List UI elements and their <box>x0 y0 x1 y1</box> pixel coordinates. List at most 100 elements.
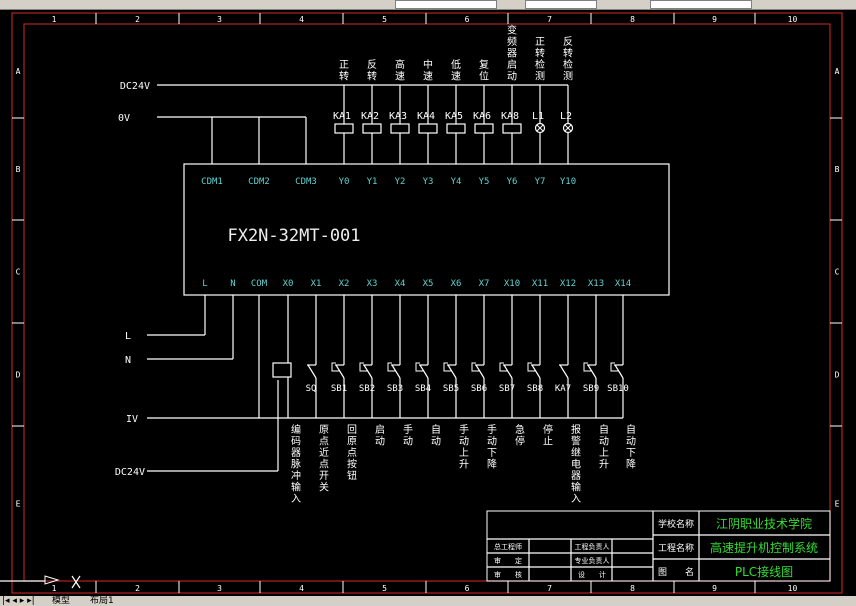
label-char: 原 <box>319 424 329 436</box>
label-char: 位 <box>479 70 489 83</box>
plc-bottom-terminal: X4 <box>395 279 406 289</box>
label-char: 转 <box>339 70 349 83</box>
label-char: 电 <box>571 458 581 471</box>
plc-bottom-terminal: X14 <box>615 279 631 289</box>
outer-frame <box>11 12 843 594</box>
input-function-label: 自动 <box>431 423 441 448</box>
pushbutton-icon <box>331 362 340 372</box>
label-char: 按 <box>347 458 357 471</box>
label-char: 手 <box>459 423 469 436</box>
column-marker-top: 2 <box>135 15 140 24</box>
plc-top-terminal: CDM2 <box>248 177 270 187</box>
plc-top-terminal: CDM1 <box>201 177 223 187</box>
tb-left-label: 审 核 <box>494 570 522 579</box>
plc-bottom-terminal: COM <box>251 279 268 289</box>
label-char: 报 <box>571 423 581 436</box>
label-char: 停 <box>515 435 525 448</box>
pushbutton-icon <box>443 362 452 372</box>
pushbutton-icon <box>583 362 592 372</box>
layer-dropdown[interactable] <box>395 0 497 9</box>
relay-coil-icon <box>446 123 466 134</box>
row-marker-left: E <box>16 500 21 509</box>
label-char: 手 <box>487 423 497 436</box>
linetype-dropdown[interactable] <box>525 0 597 9</box>
plc-top-terminal: Y5 <box>479 177 490 187</box>
output-device-label: KA3 <box>389 111 407 122</box>
label-char: 继 <box>571 446 581 459</box>
ucs-arrow-icon <box>44 575 60 585</box>
label-char: 降 <box>487 458 497 471</box>
label-char: 启 <box>375 423 385 436</box>
label-char: 启 <box>507 58 517 71</box>
column-marker-bottom: 4 <box>299 584 304 593</box>
tb-left-label: 审 定 <box>494 556 522 565</box>
pushbutton-icon <box>471 362 480 372</box>
title-block-border <box>486 510 831 582</box>
label-char: 器 <box>291 447 301 459</box>
input-device-label: SB4 <box>415 384 431 394</box>
tb-left-label: 工程负责人 <box>575 542 610 551</box>
label-char: 中 <box>423 58 433 71</box>
label-char: 转 <box>367 70 377 83</box>
plc-bottom-terminal: X11 <box>532 279 548 289</box>
label-char: 停 <box>543 423 553 436</box>
label-char: 升 <box>459 459 469 471</box>
input-device-label: SB7 <box>499 384 515 394</box>
plc-top-terminal: CDM3 <box>295 177 317 187</box>
plc-bottom-terminal: X12 <box>560 279 576 289</box>
row-marker-left: A <box>16 67 21 76</box>
school-name-value: 江阴职业技术学院 <box>716 516 812 531</box>
output-device-label: KA8 <box>501 111 519 122</box>
plc-box <box>183 163 670 296</box>
title-block <box>486 510 831 582</box>
label-char: 转 <box>563 47 573 60</box>
column-marker-bottom: 3 <box>217 584 222 593</box>
label-char: 正 <box>339 60 349 71</box>
label-char: 回 <box>347 424 357 436</box>
label-char: 急 <box>515 423 525 436</box>
label-n: N <box>125 355 131 366</box>
row-marker-left: D <box>16 371 21 380</box>
plc-top-terminal: Y7 <box>535 177 546 187</box>
tab-model[interactable]: 模型 <box>52 596 71 606</box>
input-function-label: 急停 <box>515 423 525 448</box>
drawing-name-label: 图 名 <box>658 566 694 578</box>
label-char: 高 <box>395 58 405 71</box>
output-device-label: L1 <box>532 111 544 122</box>
tab-nav-buttons[interactable]: |◂ ◂ ▸ ▸| <box>2 596 35 606</box>
plc-bottom-terminal: X10 <box>504 279 520 289</box>
label-char: 关 <box>319 481 329 494</box>
label-char: 码 <box>291 436 301 448</box>
tab-layout1[interactable]: 布局1 <box>90 596 114 606</box>
column-marker-top: 1 <box>52 15 57 24</box>
input-device-label: KA7 <box>555 384 571 394</box>
output-device-label: KA5 <box>445 111 463 122</box>
label-char: 转 <box>535 47 545 60</box>
label-char: 点 <box>319 459 329 471</box>
pushbutton-icon <box>610 362 619 372</box>
input-function-label: 启动 <box>375 423 385 448</box>
output-function-label: 复位 <box>479 58 489 83</box>
label-char: 手 <box>403 423 413 436</box>
plc-bottom-terminal: X7 <box>479 279 490 289</box>
input-device-label: SB1 <box>331 384 347 394</box>
school-name-label: 学校名称 <box>658 518 694 530</box>
lineweight-dropdown[interactable] <box>650 0 752 9</box>
plc-bottom-terminal: X0 <box>283 279 294 289</box>
switch-contact <box>559 364 569 379</box>
label-char: 动 <box>599 436 609 448</box>
inner-frame <box>23 23 831 582</box>
plc-top-terminal: Y10 <box>560 177 576 187</box>
input-device-label: SB2 <box>359 384 375 394</box>
lamp-x <box>564 124 572 132</box>
output-function-label: 中速 <box>423 58 433 83</box>
label-char: 自 <box>599 423 609 436</box>
label-char: 频 <box>507 35 517 48</box>
label-char: 输 <box>291 481 301 494</box>
label-char: 降 <box>626 458 636 471</box>
